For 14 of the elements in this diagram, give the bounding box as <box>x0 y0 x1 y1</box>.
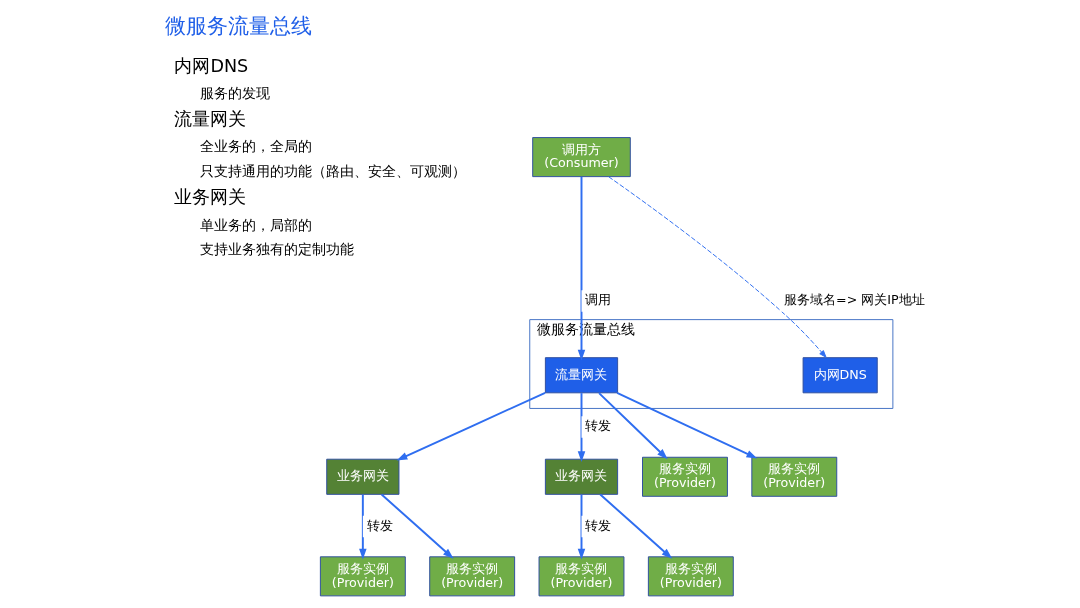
label: 支持业务独有的定制功能 <box>199 240 354 257</box>
label: 只支持通用的功能（路由、安全、可观测） <box>199 162 466 179</box>
edge-label: 服务域名=> 网关IP地址 <box>783 292 925 308</box>
label: 单业务的，局部的 <box>199 216 312 233</box>
label: 业务网关 <box>173 187 246 208</box>
label: 全业务的，全局的 <box>199 138 312 155</box>
edge-label: 转发 <box>366 517 393 533</box>
label: 服务的发现 <box>199 84 270 101</box>
edge-label: 调用 <box>584 292 611 308</box>
label: 流量网关 <box>173 109 246 130</box>
diagram-title: 微服务流量总线 <box>164 13 312 39</box>
edge-label: 转发 <box>584 517 611 533</box>
label: 内网DNS <box>173 55 248 76</box>
edge-label: 转发 <box>584 418 611 434</box>
